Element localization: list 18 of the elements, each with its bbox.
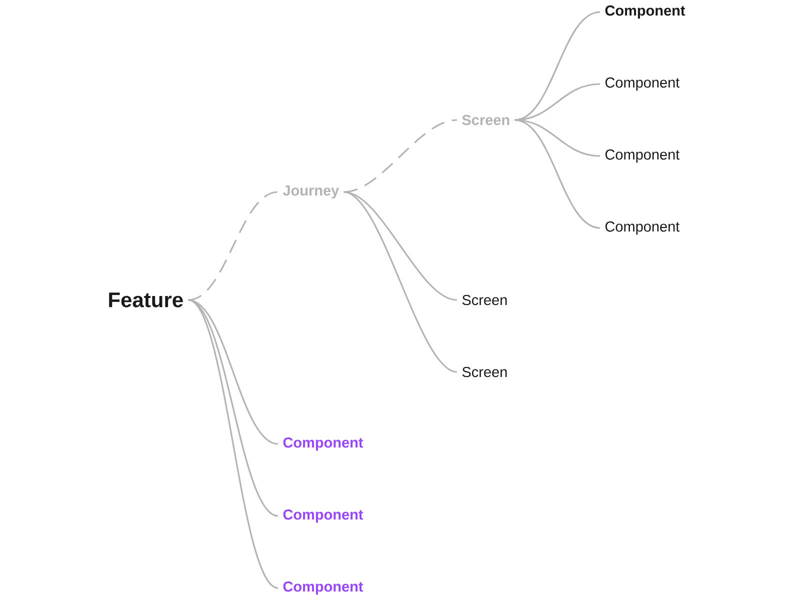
topic-label: Component [605,149,680,163]
topic-label: Component [283,437,364,451]
connector-line [514,119,600,229]
connector-line [344,119,458,193]
topic-label: Screen [462,294,507,306]
connector-line [188,191,278,301]
topic-label: Screen [462,366,507,378]
topic-label: Screen [462,114,510,126]
topic-label: Component [605,77,680,91]
topic-label: Component [283,509,364,523]
topic-label: Component [605,221,680,235]
topic-label: Component [605,5,686,19]
connector-line [344,191,458,373]
topic-label: Component [283,581,364,595]
connector-line [188,299,278,589]
topic-label: Journey [282,186,340,198]
topic-label: Feature [109,292,183,308]
connector-line [514,83,600,121]
